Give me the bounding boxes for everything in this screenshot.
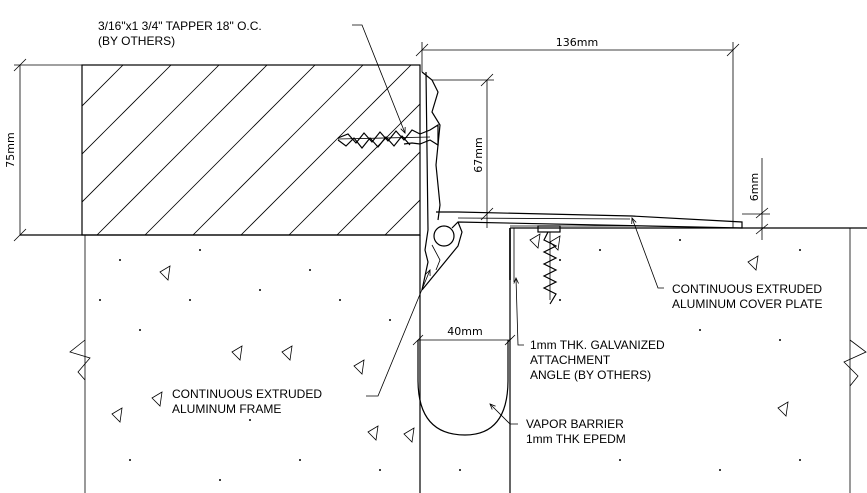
leader-screw: [352, 24, 405, 133]
aggregate-stone: [529, 233, 541, 249]
aggregate-dot: [99, 299, 101, 301]
aggregate-stone: [281, 345, 293, 361]
callout-angle-line1: 1mm THK. GALVANIZED: [530, 338, 665, 352]
aggregate-stone: [549, 235, 561, 251]
dimension-75mm: 75mm: [4, 58, 82, 242]
aggregate-stone: [111, 407, 123, 423]
callout-screw: 3/16"x1 3/4" TAPPER 18" O.C. (BY OTHERS): [98, 19, 262, 48]
dim-67mm-label: 67mm: [472, 137, 485, 172]
attachment-angle: [509, 225, 640, 282]
dimension-6mm: 6mm: [742, 158, 770, 240]
aggregate-dot: [299, 459, 301, 461]
aggregate-dot: [379, 469, 381, 471]
aggregate-stone: [151, 391, 163, 407]
aggregate-stone: [747, 255, 759, 271]
aggregate-dot: [779, 339, 781, 341]
callout-angle: 1mm THK. GALVANIZED ATTACHMENT ANGLE (BY…: [530, 338, 665, 382]
aggregate-dot: [199, 249, 201, 251]
hatched-slab-left: [81, 64, 421, 236]
leader-cover-plate: [632, 218, 664, 289]
hatch-line: [144, 65, 316, 235]
aggregate-stone: [367, 425, 379, 441]
hatch-line: [82, 65, 124, 107]
concrete-aggregate: [99, 233, 801, 481]
aggregate-stone: [777, 401, 789, 417]
aggregate-stone: [403, 427, 415, 443]
aggregate-dot: [389, 319, 391, 321]
aggregate-stone: [231, 345, 243, 361]
dimension-40mm: 40mm: [412, 325, 516, 346]
aggregate-dot: [599, 249, 601, 251]
leader-vapor: [490, 404, 518, 425]
hatch-line: [336, 151, 420, 235]
hatch-line: [82, 65, 172, 155]
hatch-line: [82, 65, 220, 203]
aggregate-stone: [353, 359, 365, 375]
concrete-slab-left: [20, 234, 421, 493]
aggregate-dot: [459, 469, 461, 471]
dim-6mm-label: 6mm: [748, 173, 761, 201]
vapor-barrier: [417, 340, 509, 436]
callout-vapor-line1: VAPOR BARRIER: [526, 417, 624, 431]
aggregate-dot: [799, 459, 801, 461]
dimension-67mm: 67mm: [432, 73, 494, 228]
callout-screw-line1: 3/16"x1 3/4" TAPPER 18" O.C.: [98, 19, 262, 33]
aluminum-frame: [421, 71, 463, 291]
aggregate-dot: [799, 249, 801, 251]
aggregate-dot: [719, 469, 721, 471]
leader-frame: [366, 270, 430, 397]
callout-vapor-line2: 1mm THK EPEDM: [526, 432, 626, 446]
aggregate-dot: [699, 329, 701, 331]
aggregate-dot: [619, 459, 621, 461]
callout-cover-line1: CONTINUOUS EXTRUDED: [672, 282, 822, 296]
aggregate-dot: [559, 299, 561, 301]
callout-frame: CONTINUOUS EXTRUDED ALUMINUM FRAME: [172, 387, 322, 416]
dim-75mm-label: 75mm: [4, 132, 17, 167]
aggregate-dot: [249, 419, 251, 421]
aggregate-dot: [219, 479, 221, 481]
aggregate-dot: [129, 459, 131, 461]
screw-right: [537, 225, 561, 305]
hatch-line: [288, 103, 420, 235]
dim-40mm-label: 40mm: [447, 325, 482, 338]
aggregate-dot: [259, 289, 261, 291]
callout-angle-line3: ANGLE (BY OTHERS): [530, 368, 651, 382]
aggregate-dot: [559, 259, 561, 261]
callout-cover-plate: CONTINUOUS EXTRUDED ALUMINUM COVER PLATE: [672, 282, 822, 311]
dimension-136mm: 136mm: [415, 36, 740, 228]
dim-136mm-label: 136mm: [556, 36, 598, 49]
aggregate-dot: [119, 259, 121, 261]
screw-left: [337, 123, 439, 149]
callout-cover-line2: ALUMINUM COVER PLATE: [672, 297, 822, 311]
aggregate-dot: [309, 269, 311, 271]
callout-frame-line1: CONTINUOUS EXTRUDED: [172, 387, 322, 401]
hatch-line: [384, 199, 420, 235]
callout-frame-line2: ALUMINUM FRAME: [172, 402, 281, 416]
aggregate-dot: [139, 329, 141, 331]
hatch-line: [96, 65, 268, 235]
leader-angle: [516, 278, 524, 346]
aggregate-dot: [339, 299, 341, 301]
callout-screw-line2: (BY OTHERS): [98, 34, 175, 48]
callout-angle-line2: ATTACHMENT: [530, 353, 611, 367]
hatch-line: [240, 65, 412, 235]
aggregate-dot: [679, 239, 681, 241]
callout-vapor: VAPOR BARRIER 1mm THK EPEDM: [526, 417, 626, 446]
hatch-line: [192, 65, 364, 235]
aggregate-dot: [189, 299, 191, 301]
aggregate-stone: [159, 265, 171, 281]
